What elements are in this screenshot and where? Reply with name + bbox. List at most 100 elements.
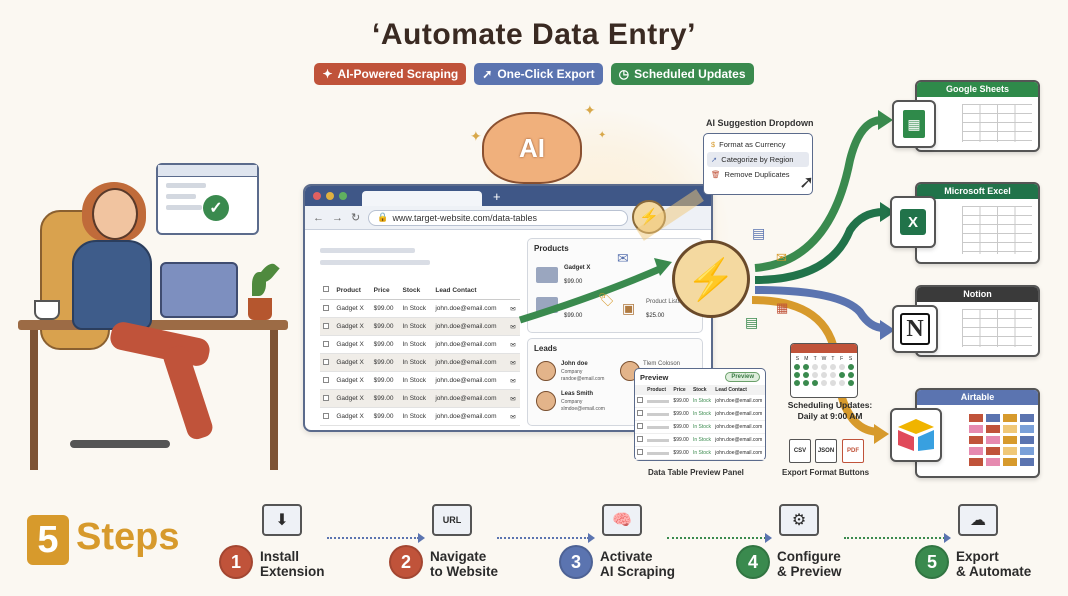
clock-icon: ◷ [618, 67, 630, 81]
ai-suggestion-dropdown[interactable]: $ Format as Currency ➚ Categorize by Reg… [703, 133, 813, 195]
calendar-day-dot [812, 380, 819, 386]
envelope-icon[interactable]: ✉ [507, 371, 520, 390]
dropdown-option-duplicates[interactable]: 🗑 Remove Duplicates [707, 167, 809, 182]
table-cell: $99.00 [370, 317, 400, 336]
refresh-icon[interactable]: ↻ [351, 212, 361, 224]
ai-badge: AI [519, 132, 545, 163]
calendar-day-dot [794, 364, 801, 370]
row-checkbox[interactable] [637, 410, 643, 416]
chip-scheduled-updates: ◷ Scheduled Updates [610, 63, 754, 85]
envelope-icon[interactable]: ✉ [507, 335, 520, 354]
new-tab-icon[interactable]: + [493, 188, 501, 204]
envelope-icon[interactable]: ✉ [507, 299, 520, 318]
notion-icon-letter: N [900, 313, 930, 345]
preview-cell: $99.00 [671, 395, 691, 408]
row-checkbox[interactable] [323, 340, 329, 347]
step-number-badge: 3 [559, 545, 593, 579]
table-header: Product [333, 281, 371, 300]
laptop-icon [160, 262, 238, 318]
url-text: www.target-website.com/data-tables [392, 212, 537, 223]
envelope-icon[interactable]: ✉ [507, 353, 520, 372]
browser-tab[interactable] [362, 191, 482, 206]
avatar [536, 361, 556, 381]
excel-icon-letter: X [900, 209, 926, 235]
lead-email: slmdoe@email.com [561, 406, 605, 412]
table-cell: In Stock [399, 353, 433, 372]
preview-cell: john.doe@email.com [713, 420, 765, 434]
url-cursor-icon: URL [429, 500, 475, 540]
row-checkbox[interactable] [323, 412, 329, 419]
product-price: $99.00 [564, 279, 583, 285]
envelope-icon[interactable]: ✉ [507, 317, 520, 336]
select-all-checkbox[interactable] [323, 286, 329, 292]
row-checkbox[interactable] [637, 436, 643, 442]
sparkle-icon: ✦ [584, 102, 596, 118]
calendar-day-dot [829, 364, 836, 370]
table-cell: $99.00 [370, 407, 400, 426]
preview-cell: $99.00 [671, 407, 691, 421]
preview-button[interactable]: Preview [725, 372, 760, 382]
chair-base [70, 440, 170, 448]
table-cell: john.doe@email.com [432, 389, 508, 408]
json-export-button[interactable]: JSON [815, 439, 837, 463]
microsoft-excel-card[interactable]: Microsoft Excel [915, 182, 1040, 264]
preview-header: Product [645, 385, 672, 395]
close-dot[interactable] [313, 192, 321, 200]
airtable-card[interactable]: Airtable [915, 388, 1040, 478]
row-checkbox[interactable] [637, 449, 643, 455]
calendar-day-dot [812, 372, 819, 378]
step-label: Activate AI Scraping [600, 549, 676, 579]
app-name: Microsoft Excel [917, 184, 1038, 199]
preview-cell: $99.00 [671, 433, 691, 447]
row-checkbox[interactable] [323, 358, 329, 365]
pdf-export-button[interactable]: PDF [842, 439, 864, 463]
row-checkbox[interactable] [637, 397, 643, 403]
dollar-icon: $ [711, 140, 716, 149]
calendar-day-label: T [813, 356, 817, 362]
row-checkbox[interactable] [323, 322, 329, 329]
dropdown-option-region[interactable]: ➚ Categorize by Region [707, 152, 809, 167]
minimize-dot[interactable] [326, 192, 334, 200]
table-cell: $99.00 [370, 299, 400, 318]
preview-header: Stock [690, 385, 714, 395]
envelope-icon[interactable]: ✉ [507, 389, 520, 408]
option-label: Categorize by Region [721, 155, 794, 164]
row-checkbox[interactable] [323, 394, 329, 401]
maximize-dot[interactable] [339, 192, 347, 200]
row-checkbox[interactable] [637, 423, 643, 429]
csv-export-button[interactable]: CSV [789, 439, 811, 463]
step-number-badge: 2 [389, 545, 423, 579]
envelope-icon[interactable]: ✉ [507, 407, 520, 426]
step-number-badge: 5 [915, 545, 949, 579]
url-input[interactable]: 🔒 www.target-website.com/data-tables [368, 209, 629, 226]
trash-icon: 🗑 [711, 170, 721, 179]
step-label: Navigate to Website [430, 549, 499, 579]
back-icon[interactable]: ← [313, 211, 324, 224]
table-cell: Gadget X [333, 371, 371, 390]
preview-cell: In Stock [690, 420, 714, 434]
calendar-day-dot [838, 380, 845, 386]
table-cell: john.doe@email.com [432, 407, 508, 426]
row-checkbox[interactable] [323, 304, 329, 311]
product-thumbnail [536, 267, 558, 283]
row-checkbox[interactable] [323, 376, 329, 383]
calendar-day-dot [794, 372, 801, 378]
export-caption: Export Format Buttons [782, 468, 870, 477]
forward-icon[interactable]: → [332, 211, 343, 224]
preview-cell: john.doe@email.com [713, 395, 765, 408]
calendar-day-label: S [848, 356, 853, 362]
app-name: Google Sheets [917, 82, 1038, 97]
chip-label: Scheduled Updates [634, 67, 746, 81]
lead-company: Company [561, 369, 583, 375]
dropdown-option-currency[interactable]: $ Format as Currency [707, 137, 809, 152]
